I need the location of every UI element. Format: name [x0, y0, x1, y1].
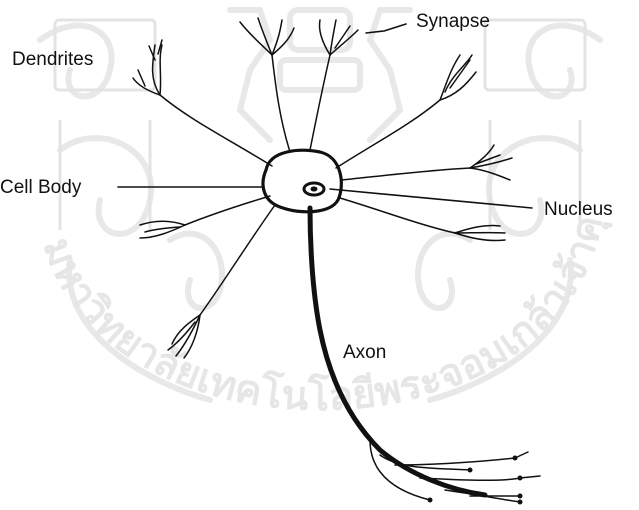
dendrite-top-left: [133, 40, 272, 166]
synapse-leader-line: [366, 24, 406, 33]
dendrite-top-center-right: [310, 20, 358, 150]
cell-body-outline: [263, 150, 341, 212]
dendrites-label: Dendrites: [12, 50, 93, 69]
dendrite-left-lower: [168, 205, 275, 358]
dendrite-top-center-left: [240, 18, 294, 152]
nucleus-label: Nucleus: [544, 200, 613, 219]
dendrite-left-middle: [140, 196, 270, 238]
axon-terminals: [370, 440, 540, 502]
leader-lines: [118, 24, 532, 208]
cell-body-label: Cell Body: [0, 178, 81, 197]
axon-label: Axon: [343, 343, 386, 362]
synapse-label: Synapse: [416, 12, 490, 31]
nucleolus-shape: [311, 187, 317, 191]
axon-shaft: [310, 208, 485, 495]
dendrite-right-lower: [340, 198, 505, 241]
dendrite-right-upper: [336, 55, 476, 168]
dendrite-right-middle: [342, 145, 512, 180]
nucleus-leader-line: [330, 189, 532, 208]
